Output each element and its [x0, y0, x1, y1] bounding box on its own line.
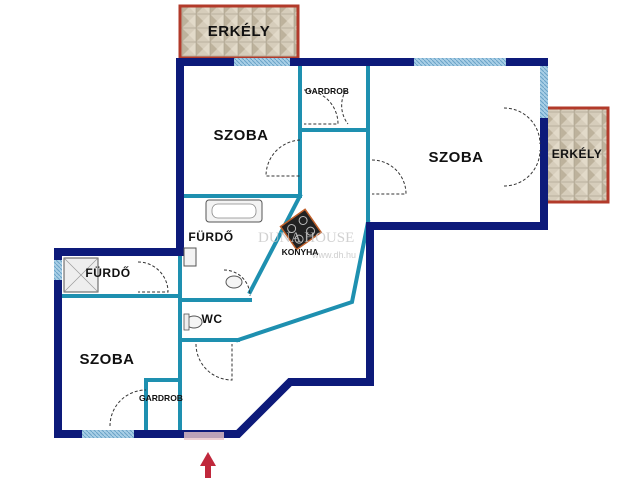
bathroom-small-label: FÜRDŐ	[85, 265, 130, 280]
toilet-icon	[183, 275, 243, 331]
window-right	[540, 66, 548, 118]
cooktop-icon	[279, 208, 323, 251]
bathroom-main-label: FÜRDŐ	[188, 229, 233, 244]
windows	[54, 58, 548, 438]
bathtub-icon	[205, 199, 263, 223]
watermark: DUNA HOUSE www.dh.hu	[258, 230, 356, 260]
inner-walls	[56, 60, 371, 436]
balcony-top: ERKÉLY	[178, 4, 300, 60]
doors	[109, 89, 541, 427]
balcony-top-label: ERKÉLY	[208, 23, 270, 40]
window-top-right	[414, 58, 506, 66]
room-bottom-left-label: SZOBA	[80, 351, 135, 368]
balcony-right-label: ERKÉLY	[552, 146, 603, 161]
entrance-arrow-icon	[184, 432, 224, 478]
room-top-left-label: SZOBA	[214, 127, 269, 144]
watermark-brand: DUNA HOUSE	[258, 230, 354, 246]
balcony-right: ERKÉLY	[544, 106, 610, 204]
window-bottom-left	[82, 430, 134, 438]
window-top-left	[234, 58, 290, 66]
washbasin-icon	[183, 247, 197, 267]
shower-icon	[63, 257, 99, 293]
wardrobe-top-label: GARDROB	[305, 86, 349, 96]
kitchen-label: KONYHA	[282, 247, 319, 257]
window-bathroom	[54, 260, 62, 280]
watermark-url: www.dh.hu	[311, 250, 356, 260]
wardrobe-bottom-label: GARDROB	[139, 393, 183, 403]
room-top-right-label: SZOBA	[429, 149, 484, 166]
toilet-label: WC	[202, 312, 223, 326]
